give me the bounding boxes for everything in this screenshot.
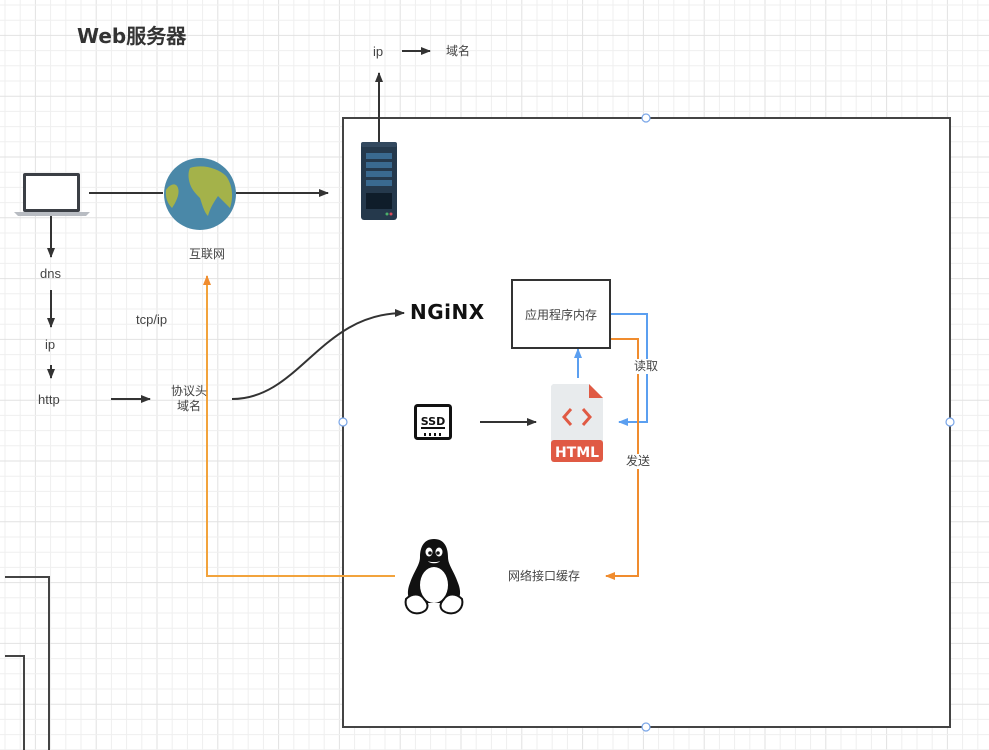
handle-left — [338, 417, 348, 427]
html-badge-text: HTML — [555, 445, 599, 461]
server-icon[interactable] — [361, 141, 397, 221]
laptop-icon[interactable] — [12, 170, 92, 218]
globe-icon[interactable] — [162, 156, 238, 232]
send-label: 发送 — [626, 454, 651, 469]
http-label: http — [38, 392, 60, 407]
tcp-ip-label: tcp/ip — [136, 312, 168, 327]
domain-label-top: 域名 — [446, 44, 471, 58]
ssd-text: SSD — [421, 415, 445, 428]
dns-label: dns — [40, 266, 61, 281]
partial-shape-inner — [5, 655, 25, 750]
network-cache-label: 网络接口缓存 — [508, 569, 581, 583]
protocol-header-label: 协议头 — [171, 384, 208, 398]
tux-to-internet — [203, 275, 395, 577]
internet-label: 互联网 — [189, 247, 226, 261]
handle-bottom — [641, 722, 651, 732]
domain-name-label: 域名 — [177, 399, 202, 413]
html-file-icon[interactable]: HTML — [549, 382, 605, 464]
page-title: Web服务器 — [77, 24, 187, 48]
selection-handles — [338, 113, 955, 732]
ip-label-top: ip — [373, 44, 384, 59]
partial-shape-outer — [5, 576, 50, 750]
app-memory-label: 应用程序内存 — [524, 307, 597, 322]
handle-top — [641, 113, 651, 123]
linux-tux-icon[interactable] — [400, 537, 468, 617]
handle-right — [945, 417, 955, 427]
ssd-icon[interactable]: SSD — [414, 404, 452, 440]
read-label: 读取 — [634, 359, 659, 374]
app-memory-box[interactable]: 应用程序内存 — [511, 279, 611, 349]
header-to-nginx — [231, 309, 405, 400]
nginx-logo[interactable]: NGiNX — [410, 300, 485, 324]
ip-label-left: ip — [45, 337, 56, 352]
